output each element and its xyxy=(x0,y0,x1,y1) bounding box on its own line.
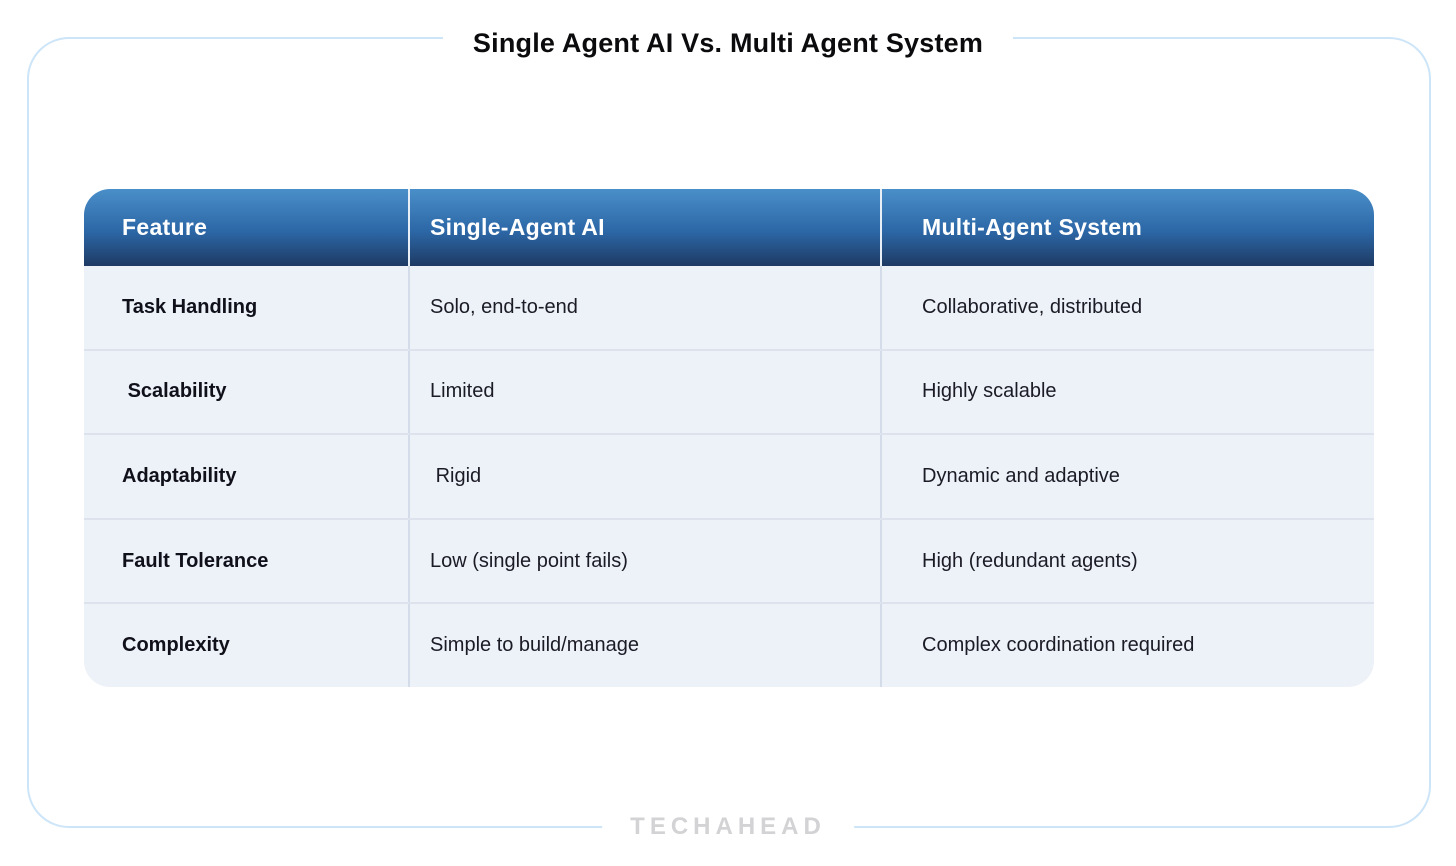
multi-agent-cell: Dynamic and adaptive xyxy=(922,464,1120,487)
single-agent-cell: Simple to build/manage xyxy=(410,604,882,687)
single-agent-cell: Solo, end-to-end xyxy=(410,266,882,349)
single-agent-cell: Low (single point fails) xyxy=(410,519,882,603)
table-row: Adaptability Rigid Dynamic and adaptive xyxy=(84,433,1374,518)
feature-cell: Scalability xyxy=(84,350,410,434)
table-row: Scalability Limited Highly scalable xyxy=(84,348,1374,434)
feature-cell: Complexity xyxy=(84,604,410,687)
column-header-multi-agent: Multi-Agent System xyxy=(922,214,1143,240)
multi-agent-cell: Highly scalable xyxy=(922,380,1057,403)
feature-cell: Fault Tolerance xyxy=(84,519,410,603)
page-title: Single Agent AI Vs. Multi Agent System xyxy=(442,27,1014,60)
table-row: Fault Tolerance Low (single point fails)… xyxy=(84,517,1374,603)
table-row: Task Handling Solo, end-to-end Collabora… xyxy=(84,266,1374,349)
multi-agent-cell: Complex coordination required xyxy=(922,634,1195,657)
table-header-row: Feature Single-Agent AI Multi-Agent Syst… xyxy=(84,189,1374,266)
techahead-logo: TECHAHEAD xyxy=(602,811,854,843)
single-agent-cell: Rigid xyxy=(410,435,882,518)
multi-agent-cell: High (redundant agents) xyxy=(922,549,1138,572)
column-header-single-agent: Single-Agent AI xyxy=(410,189,882,266)
column-header-feature: Feature xyxy=(84,189,410,266)
multi-agent-cell: Collaborative, distributed xyxy=(922,295,1143,318)
comparison-table: Feature Single-Agent AI Multi-Agent Syst… xyxy=(84,189,1374,687)
single-agent-cell: Limited xyxy=(410,350,882,434)
feature-cell: Task Handling xyxy=(84,266,410,349)
feature-cell: Adaptability xyxy=(84,435,410,518)
table-row: Complexity Simple to build/manage Comple… xyxy=(84,602,1374,687)
